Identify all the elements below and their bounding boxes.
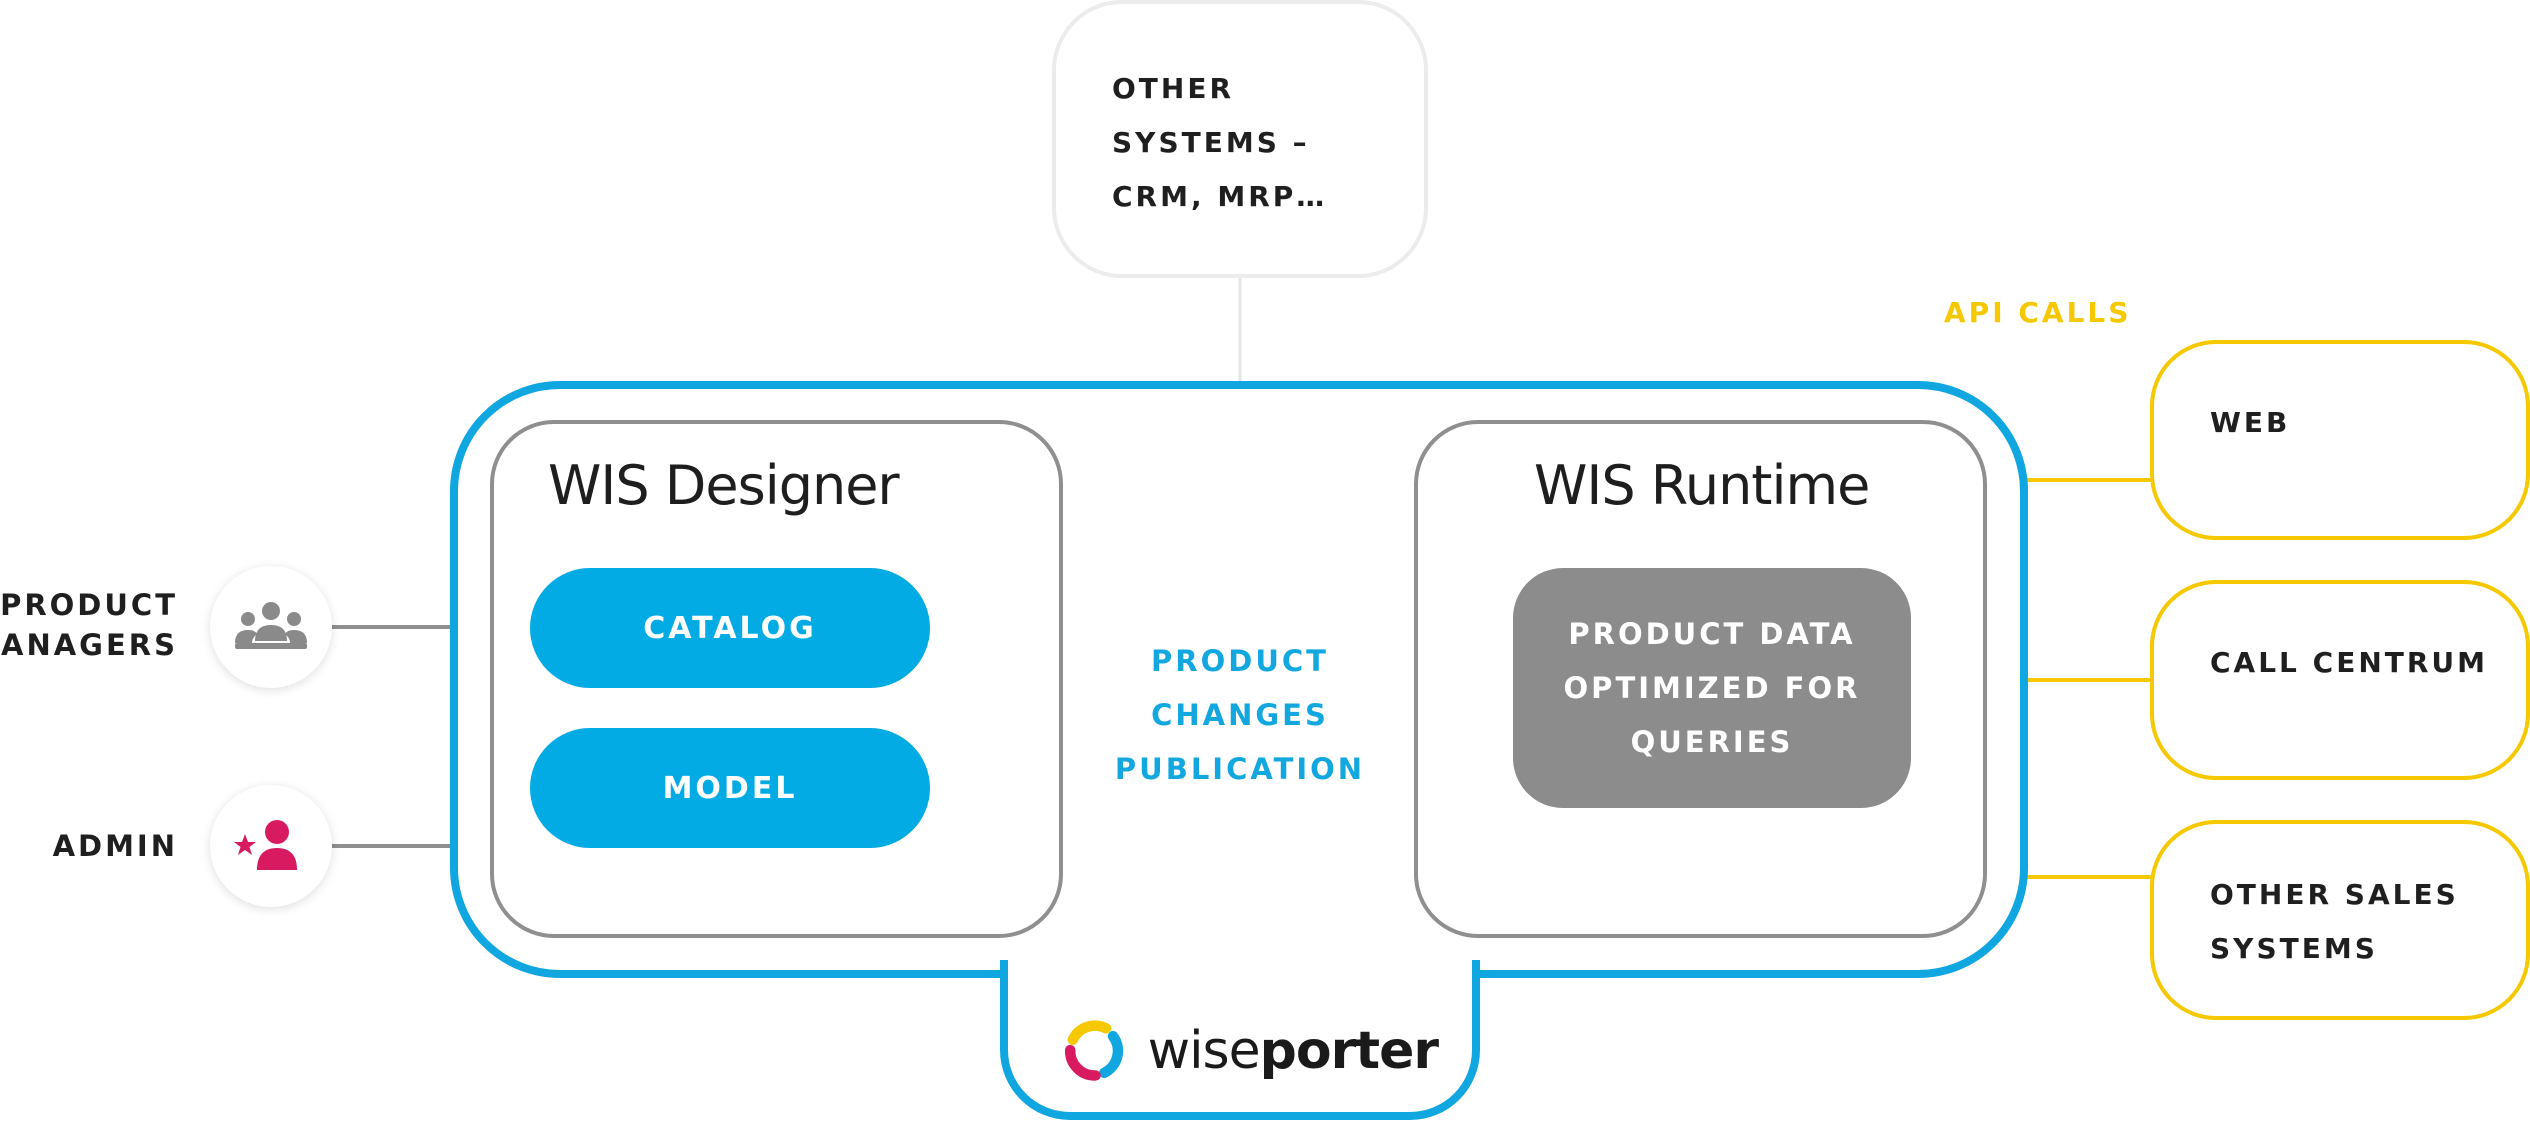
publication-line: CHANGES <box>1151 698 1329 732</box>
publication-line: PUBLICATION <box>1114 752 1366 786</box>
other-sales-line: OTHER SALES <box>2210 878 2459 911</box>
role-line: MANAGERS <box>0 628 178 662</box>
api-calls-label: API CALLS <box>1944 296 2132 329</box>
call-centrum-box: CALL CENTRUM <box>2150 580 2530 780</box>
platform-logo-tab <box>1000 960 1480 1120</box>
other-systems-line: SYSTEMS – <box>1112 126 1310 159</box>
role-line: ADMIN <box>52 829 178 863</box>
product-data-line: PRODUCT DATA <box>1568 617 1856 651</box>
product-data-line: OPTIMIZED FOR <box>1563 671 1861 705</box>
admin-user-star-icon <box>234 820 297 870</box>
wiseporter-logo: wiseporter <box>1058 1008 1439 1094</box>
wis-runtime-title: WIS Runtime <box>1534 454 1870 517</box>
catalog-pill: CATALOG <box>530 568 930 688</box>
web-client-box: WEB <box>2150 340 2530 540</box>
wordmark-light: wise <box>1147 1021 1261 1081</box>
other-sales-label: OTHER SALES SYSTEMS <box>2210 868 2459 976</box>
role-line: PRODUCT <box>0 588 178 622</box>
wiseporter-wordmark: wiseporter <box>1147 1021 1439 1081</box>
group-icon <box>235 602 307 649</box>
product-managers-label: PRODUCT MANAGERS <box>0 585 178 665</box>
wiseporter-logo-mark-icon <box>1064 1020 1124 1081</box>
web-client-label: WEB <box>2210 406 2291 439</box>
publication-label: PRODUCT CHANGES PUBLICATION <box>1110 634 1370 796</box>
product-managers-avatar <box>210 566 332 688</box>
other-systems-line: OTHER <box>1112 72 1235 105</box>
other-sales-systems-box: OTHER SALES SYSTEMS <box>2150 820 2530 1020</box>
other-systems-label: OTHER SYSTEMS – CRM, MRP… <box>1112 62 1392 224</box>
model-pill: MODEL <box>530 728 930 848</box>
other-systems-box: OTHER SYSTEMS – CRM, MRP… <box>1052 0 1428 278</box>
wordmark-bold: porter <box>1259 1021 1439 1081</box>
product-data-box: PRODUCT DATA OPTIMIZED FOR QUERIES <box>1513 568 1911 808</box>
admin-avatar <box>210 785 332 907</box>
publication-line: PRODUCT <box>1151 644 1329 678</box>
wis-designer-title: WIS Designer <box>548 454 900 517</box>
other-systems-line: CRM, MRP… <box>1112 180 1328 213</box>
product-data-line: QUERIES <box>1630 725 1794 759</box>
platform-tab-join <box>1008 950 1472 980</box>
call-centrum-label: CALL CENTRUM <box>2210 646 2489 679</box>
other-sales-line: SYSTEMS <box>2210 932 2378 965</box>
admin-label: ADMIN <box>53 826 178 866</box>
